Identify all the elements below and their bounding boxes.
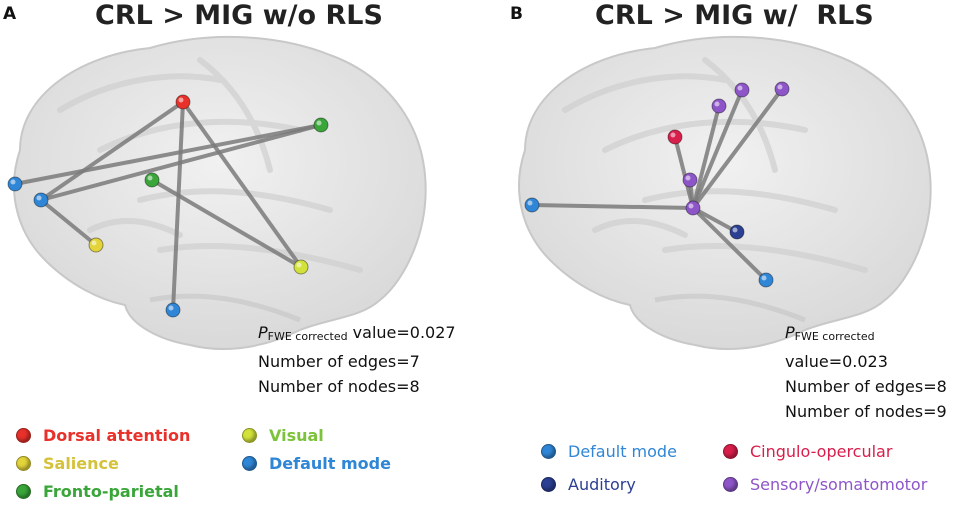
network-node — [313, 117, 329, 133]
legend-b-item-sensory-somatomotor: Sensory/somatomotor — [723, 475, 927, 494]
panel-letter-a: A — [3, 4, 17, 24]
network-edge — [691, 104, 721, 210]
network-node — [293, 259, 309, 275]
legend-dot — [541, 477, 556, 492]
node-highlight — [178, 97, 184, 103]
legend-label: Fronto-parietal — [43, 482, 179, 501]
panel-letter-b: B — [510, 4, 523, 24]
network-edge — [171, 100, 185, 312]
legend-dot — [723, 477, 738, 492]
edges-layer — [13, 87, 784, 312]
node-highlight — [316, 120, 322, 126]
network-edge — [691, 88, 744, 210]
node-highlight — [527, 200, 533, 206]
legend-dot — [16, 428, 31, 443]
legend-label: Dorsal attention — [43, 426, 191, 445]
network-node — [33, 192, 49, 208]
network-node — [667, 129, 683, 145]
p-symbol-a: P — [258, 323, 268, 342]
legend-label: Sensory/somatomotor — [750, 475, 928, 494]
node-highlight — [761, 275, 767, 281]
network-edge — [39, 198, 98, 247]
edges-count-b: Number of edges=8 — [785, 377, 947, 396]
legend-dot — [541, 444, 556, 459]
network-edge — [13, 123, 323, 186]
panel-title-b: CRL > MIG w/ RLS — [595, 0, 874, 31]
legend-dot — [242, 456, 257, 471]
legend-a-item-default-mode: Default mode — [242, 454, 391, 473]
node-highlight — [10, 179, 16, 185]
network-node — [711, 98, 727, 114]
p-symbol-b: P — [785, 323, 795, 342]
node-highlight — [685, 175, 691, 181]
network-node — [734, 82, 750, 98]
network-node — [88, 237, 104, 253]
network-node — [682, 172, 698, 188]
node-highlight — [732, 227, 738, 233]
network-edge — [181, 100, 303, 269]
network-node — [175, 94, 191, 110]
network-node — [758, 272, 774, 288]
p-value-a: value=0.027 — [352, 323, 456, 342]
legend-label: Salience — [43, 454, 119, 473]
p-sub-b: FWE corrected — [794, 330, 875, 343]
network-edge — [691, 87, 784, 210]
network-edge — [691, 206, 768, 282]
legend-label: Default mode — [568, 442, 677, 461]
legend-a-item-dorsal-attention: Dorsal attention — [16, 426, 190, 445]
node-highlight — [147, 175, 153, 181]
network-edge — [150, 178, 303, 269]
node-highlight — [670, 132, 676, 138]
network-node — [165, 302, 181, 318]
node-highlight — [714, 101, 720, 107]
p-value-line-b: PFWE corrected value=0.023 — [785, 320, 965, 374]
nodes-count-a: Number of nodes=8 — [258, 377, 420, 396]
legend-dot — [723, 444, 738, 459]
network-node — [685, 200, 701, 216]
network-node — [144, 172, 160, 188]
node-highlight — [168, 305, 174, 311]
legend-label: Visual — [269, 426, 324, 445]
nodes-count-b: Number of nodes=9 — [785, 402, 947, 421]
legend-label: Default mode — [269, 454, 391, 473]
legend-label: Cingulo-opercular — [750, 442, 893, 461]
network-node — [774, 81, 790, 97]
legend-dot — [16, 484, 31, 499]
legend-a-item-salience: Salience — [16, 454, 119, 473]
panel-title-a: CRL > MIG w/o RLS — [95, 0, 383, 31]
network-node — [7, 176, 23, 192]
legend-b-item-auditory: Auditory — [541, 475, 636, 494]
nodes-layer — [7, 81, 790, 318]
stats-a: PFWE corrected value=0.027 Number of edg… — [258, 320, 456, 399]
network-edge — [530, 203, 695, 210]
legend-dot — [16, 456, 31, 471]
node-highlight — [737, 85, 743, 91]
node-highlight — [688, 203, 694, 209]
node-highlight — [91, 240, 97, 246]
network-edge — [691, 206, 739, 234]
p-value-b: value=0.023 — [785, 352, 888, 371]
network-edge — [39, 100, 185, 202]
brain-outline-a — [13, 35, 427, 351]
legend-label: Auditory — [568, 475, 636, 494]
brain-outline-b — [518, 35, 932, 351]
p-value-line-a: PFWE corrected value=0.027 — [258, 320, 456, 349]
legend-b-item-cingulo-opercular: Cingulo-opercular — [723, 442, 892, 461]
legend-a-item-fronto-parietal: Fronto-parietal — [16, 482, 179, 501]
legend-a-item-visual: Visual — [242, 426, 324, 445]
node-highlight — [777, 84, 783, 90]
network-node — [729, 224, 745, 240]
edges-count-a: Number of edges=7 — [258, 352, 420, 371]
legend-b-item-default-mode: Default mode — [541, 442, 677, 461]
node-highlight — [296, 262, 302, 268]
node-highlight — [36, 195, 42, 201]
network-node — [524, 197, 540, 213]
legend-dot — [242, 428, 257, 443]
stats-b: PFWE corrected value=0.023 Number of edg… — [785, 320, 965, 424]
p-sub-a: FWE corrected — [267, 330, 348, 343]
network-edge — [39, 123, 323, 202]
